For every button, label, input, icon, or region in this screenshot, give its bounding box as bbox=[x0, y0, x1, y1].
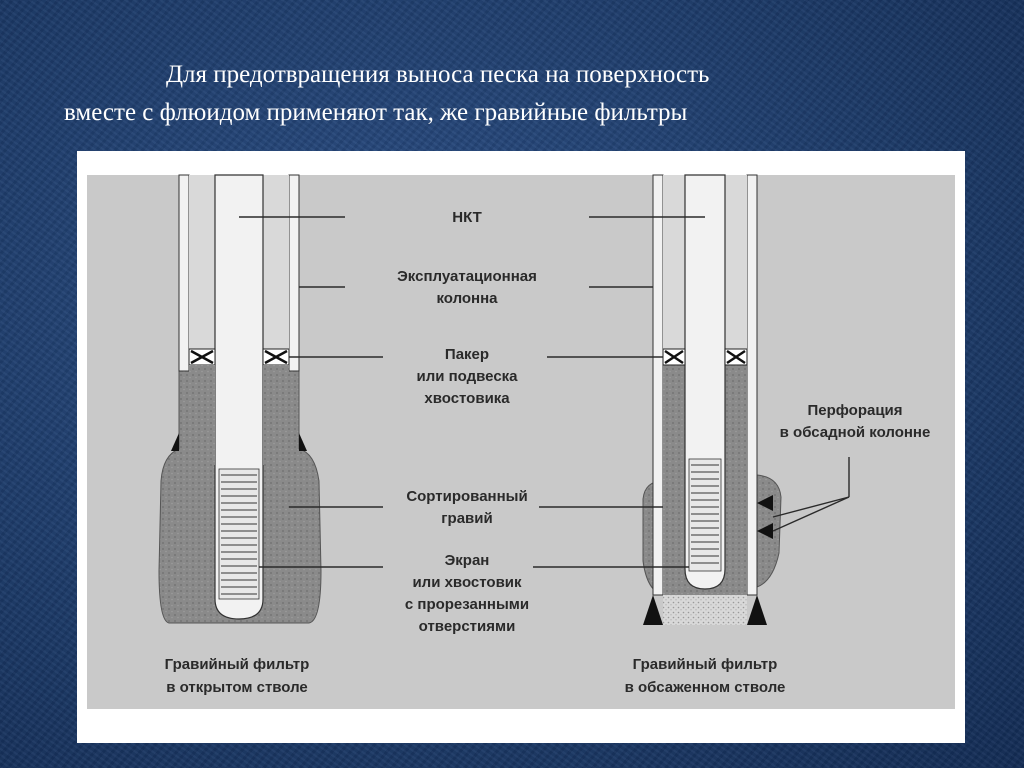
label-screen-line-2: или хвостовик bbox=[412, 574, 522, 591]
label-perforation-line-1: Перфорация bbox=[807, 402, 902, 419]
right-bottom-sand bbox=[663, 595, 747, 625]
label-casing-line-1: Эксплуатационная bbox=[397, 268, 537, 285]
label-gravel-line-2: гравий bbox=[441, 510, 492, 527]
right-annulus bbox=[663, 175, 685, 349]
right-casing-shoe-right bbox=[747, 595, 767, 625]
label-packer-line-1: Пакер bbox=[445, 346, 489, 363]
label-screen-line-4: отверстиями bbox=[419, 618, 516, 635]
label-casing-line-2: колонна bbox=[436, 290, 498, 307]
left-casing-wall-right bbox=[288, 174, 300, 372]
label-screen-line-3: с прорезанными bbox=[405, 596, 529, 613]
perforation-arrow-1 bbox=[757, 495, 773, 511]
left-well bbox=[158, 174, 322, 624]
right-well bbox=[642, 174, 782, 625]
label-packer-line-2: или подвеска bbox=[416, 368, 518, 385]
diagram-frame: НКТ Эксплуатационная колонна Пакер или п… bbox=[77, 151, 965, 743]
left-annulus-gravel-right bbox=[263, 365, 289, 465]
slide-title-line-1: Для предотвращения выноса песка на повер… bbox=[166, 61, 710, 88]
label-gravel-line-1: Сортированный bbox=[406, 488, 527, 505]
left-annulus-right bbox=[263, 175, 289, 349]
perforation-arrow-2 bbox=[757, 523, 773, 539]
right-casing-wall-right bbox=[746, 174, 758, 596]
right-screen-slots bbox=[688, 458, 722, 572]
left-casing-shoe-right bbox=[299, 433, 307, 451]
left-annulus bbox=[189, 175, 215, 349]
label-screen-line-1: Экран bbox=[445, 552, 490, 569]
right-casing-wall-left bbox=[652, 174, 664, 596]
left-casing-shoe-left bbox=[171, 433, 179, 451]
left-caption-line-1: Гравийный фильтр bbox=[165, 656, 310, 673]
right-packer bbox=[662, 348, 748, 366]
right-casing-shoe-left bbox=[643, 595, 663, 625]
slide-title: Для предотвращения выноса песка на повер… bbox=[64, 56, 964, 132]
label-perforation-line-2: в обсадной колонне bbox=[780, 424, 931, 441]
left-casing-wall-left bbox=[178, 174, 190, 372]
left-screen-slots bbox=[218, 468, 260, 600]
right-caption-line-1: Гравийный фильтр bbox=[633, 656, 778, 673]
leader-lines bbox=[239, 216, 850, 568]
label-packer-line-3: хвостовика bbox=[424, 390, 510, 407]
right-caption-line-2: в обсаженном стволе bbox=[625, 679, 786, 696]
label-nkt: НКТ bbox=[452, 209, 482, 226]
right-annulus-right bbox=[725, 175, 747, 349]
left-caption-line-2: в открытом стволе bbox=[166, 679, 308, 696]
left-annulus-gravel bbox=[189, 365, 215, 465]
slide-title-line-2: вместе с флюидом применяют так, же грави… bbox=[64, 99, 688, 126]
gravel-filter-diagram: НКТ Эксплуатационная колонна Пакер или п… bbox=[87, 174, 955, 709]
